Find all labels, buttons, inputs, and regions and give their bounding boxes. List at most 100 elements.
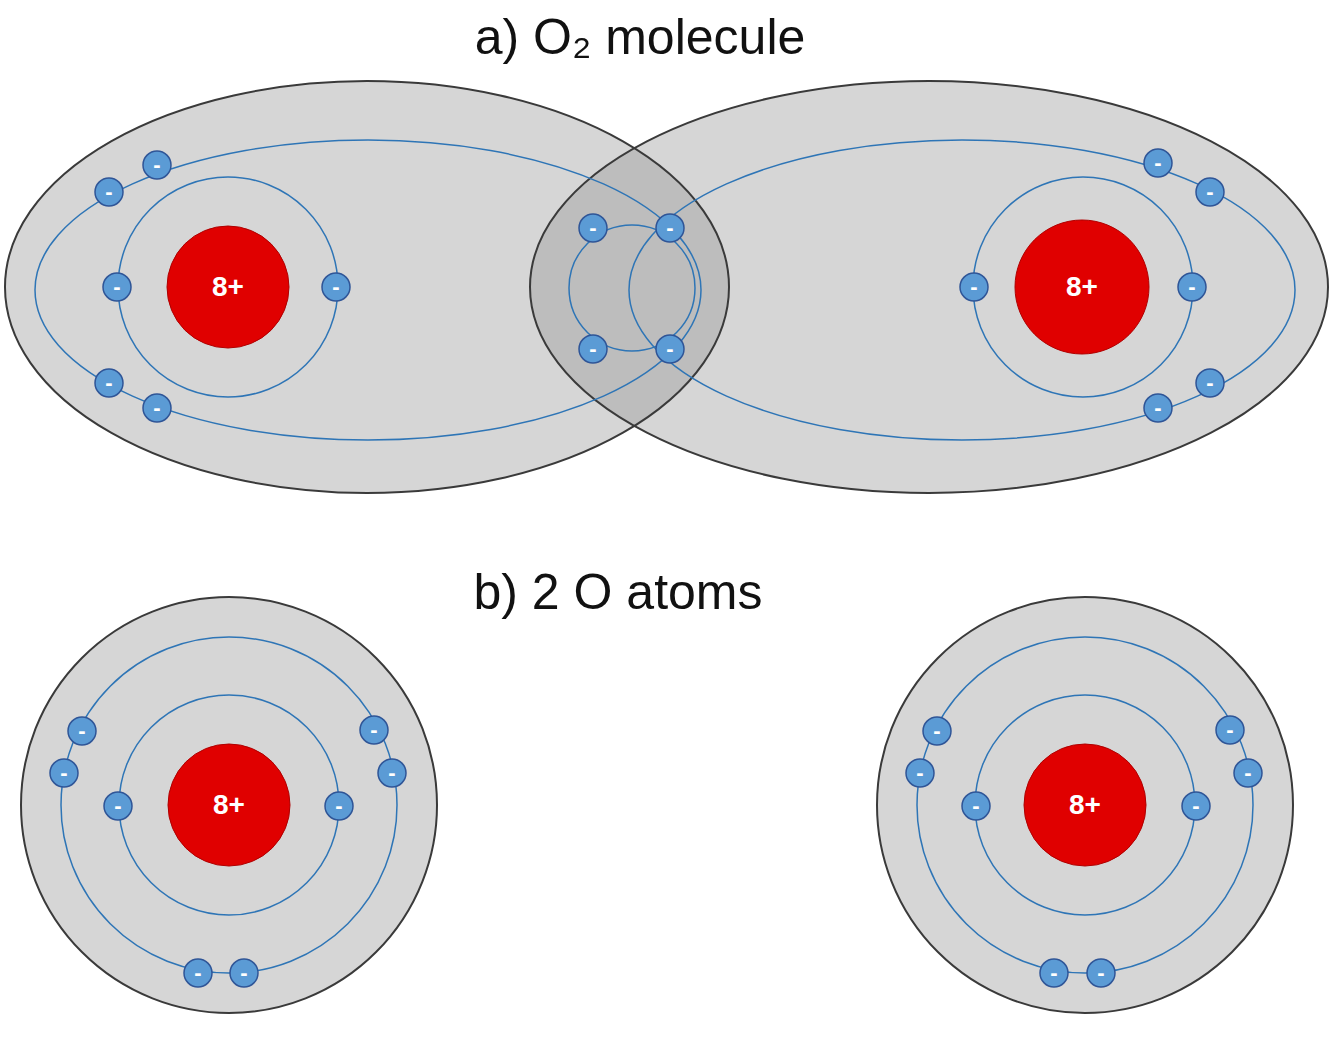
electron: -	[922, 716, 952, 746]
electron-fill	[923, 717, 951, 745]
electron-sign: -	[933, 720, 940, 742]
electron: -	[49, 758, 79, 788]
electron-sign: -	[1154, 152, 1161, 174]
electron-sign: -	[1154, 397, 1161, 419]
electron: -	[359, 715, 389, 745]
electron-fill	[143, 394, 171, 422]
cloud-outline	[5, 81, 729, 493]
electron-fill	[1040, 959, 1068, 987]
electron-sign: -	[1244, 762, 1251, 784]
electron: -	[1215, 715, 1245, 745]
charge-label: 8+	[213, 791, 245, 819]
electron: -	[102, 272, 132, 302]
electron-fill	[360, 716, 388, 744]
electron: -	[94, 368, 124, 398]
electron: -	[229, 958, 259, 988]
electron-fill	[95, 178, 123, 206]
orbit	[569, 225, 695, 351]
electron-sign: -	[105, 181, 112, 203]
electron: -	[905, 758, 935, 788]
electron: -	[142, 150, 172, 180]
electron: -	[578, 334, 608, 364]
electron-fill	[1216, 716, 1244, 744]
charge-label: 8+	[212, 273, 244, 301]
electron: -	[321, 272, 351, 302]
electron: -	[1039, 958, 1069, 988]
cloud-outline	[530, 81, 1328, 493]
nucleus: 8+	[1014, 219, 1150, 355]
electron-fill	[1182, 792, 1210, 820]
electron-fill	[579, 335, 607, 363]
electron: -	[1143, 393, 1173, 423]
electron-fill	[322, 273, 350, 301]
electron: -	[578, 213, 608, 243]
orbit	[118, 177, 338, 397]
charge-label: 8+	[1069, 791, 1101, 819]
electron-fill	[68, 717, 96, 745]
orbit	[119, 695, 339, 915]
electron-sign: -	[589, 217, 596, 239]
electron: -	[1195, 368, 1225, 398]
orbit	[975, 695, 1195, 915]
electron-fill	[579, 214, 607, 242]
section-heading: a) O₂ molecule	[475, 12, 806, 62]
orbit	[917, 637, 1253, 973]
electron-fill	[95, 369, 123, 397]
electron-sign: -	[332, 276, 339, 298]
bond-overlap	[530, 81, 1328, 493]
electron-fill	[1087, 959, 1115, 987]
electron-sign: -	[78, 720, 85, 742]
electron: -	[1233, 758, 1263, 788]
electron: -	[1181, 791, 1211, 821]
atom-cloud	[877, 597, 1293, 1013]
electron-fill	[143, 151, 171, 179]
electron-sign: -	[240, 962, 247, 984]
electron-sign: -	[666, 338, 673, 360]
electron-sign: -	[666, 217, 673, 239]
electron: -	[142, 393, 172, 423]
electron-fill	[103, 273, 131, 301]
electron-fill	[960, 273, 988, 301]
electron-fill	[50, 759, 78, 787]
electron-sign: -	[1206, 372, 1213, 394]
electron: -	[183, 958, 213, 988]
nucleus-fill	[1015, 220, 1149, 354]
electron: -	[1195, 177, 1225, 207]
electron: -	[1177, 272, 1207, 302]
nucleus: 8+	[1023, 743, 1147, 867]
electron: -	[959, 272, 989, 302]
atom-cloud	[21, 597, 437, 1013]
electron-sign: -	[335, 795, 342, 817]
orbit	[35, 140, 701, 440]
electron-sign: -	[153, 397, 160, 419]
electron: -	[94, 177, 124, 207]
electron-fill	[184, 959, 212, 987]
electron: -	[961, 791, 991, 821]
electron-fill	[962, 792, 990, 820]
orbit	[629, 140, 1295, 440]
electron-sign: -	[1192, 795, 1199, 817]
electron-fill	[1178, 273, 1206, 301]
electron-fill	[1196, 178, 1224, 206]
electron-fill	[1234, 759, 1262, 787]
electron-fill	[906, 759, 934, 787]
electron-fill	[325, 792, 353, 820]
electron: -	[655, 213, 685, 243]
electron-sign: -	[970, 276, 977, 298]
electron-sign: -	[153, 154, 160, 176]
electron-fill	[378, 759, 406, 787]
nucleus: 8+	[166, 225, 290, 349]
electron-sign: -	[388, 762, 395, 784]
charge-label: 8+	[1066, 273, 1098, 301]
electron-sign: -	[972, 795, 979, 817]
electron: -	[67, 716, 97, 746]
electron-sign: -	[589, 338, 596, 360]
electron: -	[1086, 958, 1116, 988]
electron-sign: -	[1097, 962, 1104, 984]
electron-sign: -	[113, 276, 120, 298]
electron-sign: -	[1050, 962, 1057, 984]
electron: -	[324, 791, 354, 821]
electron-fill	[230, 959, 258, 987]
